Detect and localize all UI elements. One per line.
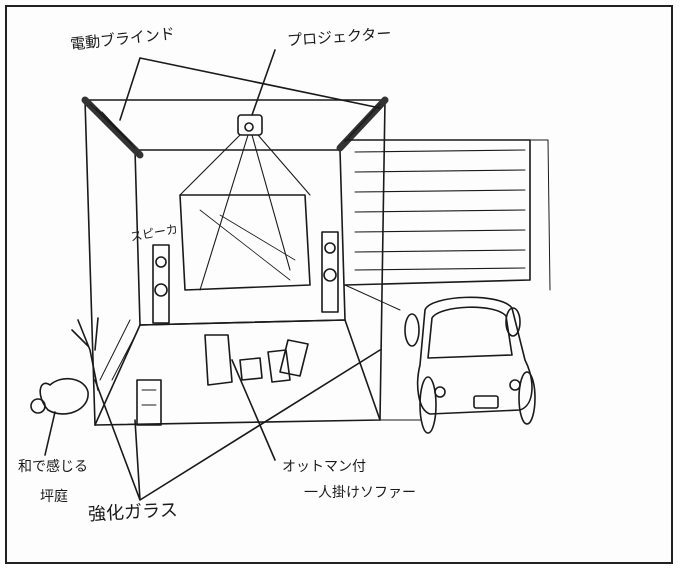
label-reinforced-glass: 強化ガラス <box>87 499 179 526</box>
sketch-sheet <box>5 5 673 564</box>
glass-leader <box>94 349 381 501</box>
projector-leader <box>251 49 276 116</box>
garage-frame <box>344 139 531 286</box>
glass-panel <box>99 319 139 381</box>
projection-beam <box>179 134 311 291</box>
garage-side <box>529 139 551 291</box>
speaker-right <box>321 231 339 313</box>
speaker-left <box>152 244 170 324</box>
blind-left <box>81 96 144 159</box>
garden-lantern <box>30 398 46 414</box>
garage-slats <box>354 149 526 271</box>
car-windshield <box>427 306 513 359</box>
car-mirror-left <box>404 313 420 347</box>
garden-leader <box>44 411 56 456</box>
chair-2 <box>267 349 291 383</box>
car-plate <box>473 395 499 409</box>
floor-line <box>139 319 346 326</box>
projector-box <box>237 114 263 136</box>
garden-stone <box>39 377 89 415</box>
label-garden-line1: 和で感じる <box>18 459 88 475</box>
car-body <box>416 296 533 415</box>
garage-floor <box>344 284 421 421</box>
label-sofa-line2: 一人掛けソファー <box>304 485 416 501</box>
projector-lens <box>244 122 254 132</box>
car-mirror-right <box>505 307 521 337</box>
blinds-leader <box>119 57 381 121</box>
sofa-chair <box>204 334 233 386</box>
sofa-leader <box>231 359 276 461</box>
car-wheel-right <box>518 371 536 425</box>
projection-screen <box>179 194 311 291</box>
garden-tree <box>71 317 99 391</box>
ottoman <box>239 357 263 381</box>
car-wheel-left <box>419 376 437 434</box>
label-sofa-line1: オットマン付 <box>282 459 366 475</box>
screen-diagonals <box>199 209 296 281</box>
label-garden-line2: 坪庭 <box>40 489 68 505</box>
display-cabinet <box>136 379 162 426</box>
chair-3 <box>279 339 309 377</box>
